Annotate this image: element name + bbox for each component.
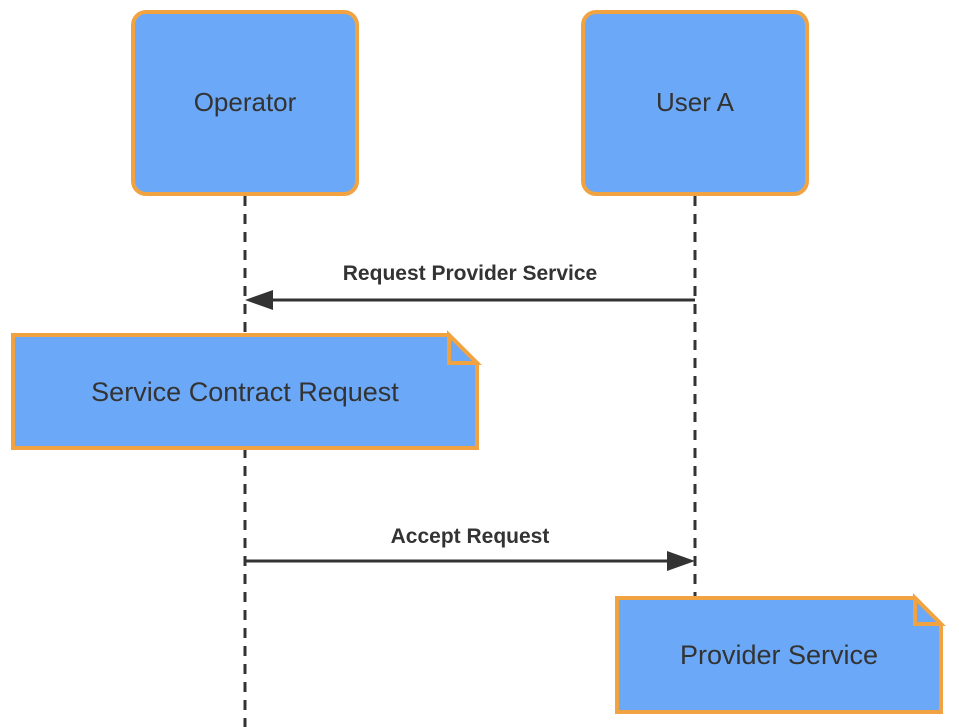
note-service-contract-request-fold-icon	[447, 330, 482, 365]
note-label-service-contract-request: Service Contract Request	[91, 377, 399, 407]
actor-box-operator: Operator	[131, 10, 359, 196]
note-provider-service-fold-icon	[913, 593, 946, 626]
actor-label-user-a: User A	[655, 87, 735, 118]
actor-label-operator: Operator	[193, 87, 297, 118]
message-label-request-provider-service: Request Provider Service	[342, 262, 598, 285]
arrowhead-left-icon	[245, 290, 273, 310]
note-label-provider-service: Provider Service	[679, 640, 879, 670]
arrowhead-right-icon	[667, 551, 695, 571]
note-service-contract-request-shape	[11, 333, 479, 450]
note-provider-service-shape	[615, 596, 943, 714]
actor-box-user-a: User A	[581, 10, 809, 196]
message-label-accept-request: Accept Request	[390, 525, 550, 548]
